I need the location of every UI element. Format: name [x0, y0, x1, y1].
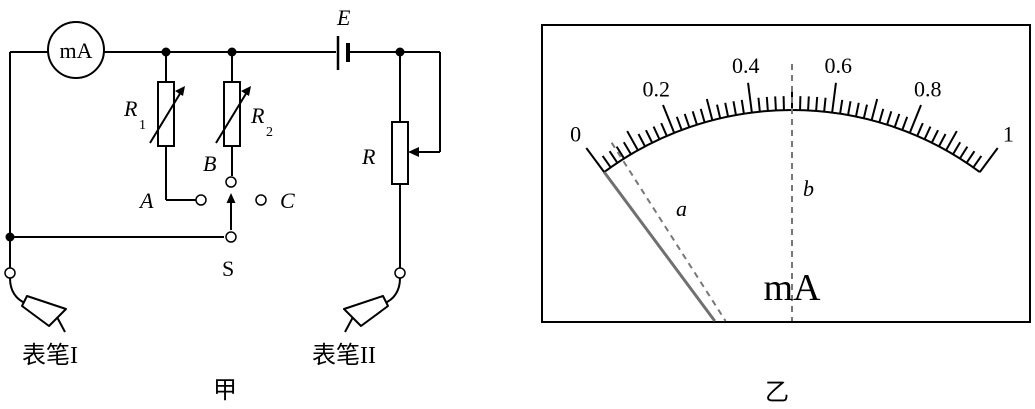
scale-tick [716, 104, 722, 119]
r1-label: R [123, 96, 138, 121]
caption-yi: 乙 [765, 380, 789, 406]
contact-b-label: B [203, 151, 216, 176]
scale-tick [930, 129, 939, 144]
r1-subscript: 1 [139, 118, 146, 133]
scale-tick [740, 99, 745, 114]
dial-scale: 0 0.2 0.4 0.6 0.8 1 a b [570, 53, 1014, 322]
scale-tick [765, 96, 769, 112]
scale-tick [652, 126, 661, 140]
scale-tick [952, 141, 962, 155]
test-probe-2: 表笔II [312, 267, 406, 369]
scale-tick [886, 111, 893, 125]
scale-tick [705, 98, 714, 121]
scale-tick [878, 108, 885, 123]
scale-tick [908, 104, 922, 134]
scale-tick [923, 126, 932, 140]
scale-tick [901, 116, 909, 131]
scale-tick [622, 141, 632, 155]
selector-switch: A B C S [138, 151, 295, 281]
scale-tick [839, 99, 844, 114]
scale-tick [585, 147, 605, 173]
probe-2-label: 表笔II [312, 342, 376, 369]
scale-tick [683, 113, 691, 128]
scale-tick [815, 96, 819, 112]
scale-tick [959, 146, 969, 160]
scale-tick [662, 104, 676, 134]
r2-label: R [250, 103, 265, 128]
rheostat-label: R [361, 144, 376, 169]
switch-label: S [222, 256, 234, 281]
circuit-wires [9, 51, 441, 268]
scale-label: 0.2 [643, 76, 671, 101]
scale-tick [732, 101, 737, 116]
scale-tick [847, 101, 852, 116]
scale-tick [757, 97, 761, 112]
contact-a-label: A [138, 188, 154, 213]
scale-tick [823, 97, 827, 112]
scale-tick [747, 82, 753, 113]
rheostat: R [361, 121, 440, 185]
scale-tick [645, 129, 654, 144]
contact-c [255, 194, 267, 206]
scale-tick [774, 96, 777, 111]
battery: E [336, 5, 351, 70]
contact-a [195, 194, 207, 206]
r2-subscript: 2 [266, 125, 273, 140]
scale-tick [893, 113, 901, 128]
scale-tick [870, 98, 879, 121]
scale-tick [972, 155, 983, 168]
scale-tick [938, 133, 947, 147]
battery-label: E [336, 5, 351, 30]
scale-tick [831, 82, 837, 113]
scale-tick [626, 130, 639, 151]
scale-tick [637, 133, 646, 147]
switch-pivot [225, 231, 237, 243]
junction-nodes [5, 47, 405, 242]
scale-label: 0 [570, 122, 581, 147]
circuit-diagram: mA E R 1 R 2 [4, 5, 441, 404]
scale-label: 0.8 [914, 76, 942, 101]
scale-tick [691, 111, 698, 125]
scale-tick [608, 150, 619, 164]
dial-unit: mA [764, 267, 822, 309]
dashed-line-a [610, 142, 727, 322]
scale-tick [807, 96, 810, 111]
resistor-r1: R 1 [123, 81, 185, 147]
scale-tick [916, 122, 924, 137]
line-b-label: b [803, 176, 814, 201]
meter-label: mA [60, 38, 93, 63]
meter-pointer [602, 171, 716, 322]
caption-jia: 甲 [213, 378, 237, 404]
meter-dial: 0 0.2 0.4 0.6 0.8 1 a b mA 乙 [541, 24, 1031, 406]
scale-tick [979, 147, 999, 173]
probe-1-label: 表笔I [22, 342, 78, 369]
milliammeter: mA [47, 21, 105, 79]
line-a-label: a [676, 196, 687, 221]
scale-label: 0.6 [825, 53, 853, 78]
scale-tick [854, 102, 860, 117]
scale-tick [945, 130, 958, 151]
contact-b [225, 176, 237, 188]
scale-tick [965, 150, 976, 164]
scale-label: 0.4 [732, 53, 760, 78]
contact-c-label: C [280, 188, 295, 213]
dial-face [541, 24, 1031, 323]
scale-tick [615, 146, 625, 160]
scale-tick [675, 116, 683, 131]
scale-tick [724, 102, 730, 117]
test-probe-1: 表笔I [4, 267, 78, 369]
scale-tick [699, 108, 706, 123]
scale-label: 1 [1003, 122, 1014, 147]
scale-tick [660, 122, 668, 137]
scale-tick [601, 155, 612, 168]
scale-tick [862, 104, 868, 119]
resistor-r2: R 2 [215, 81, 273, 147]
